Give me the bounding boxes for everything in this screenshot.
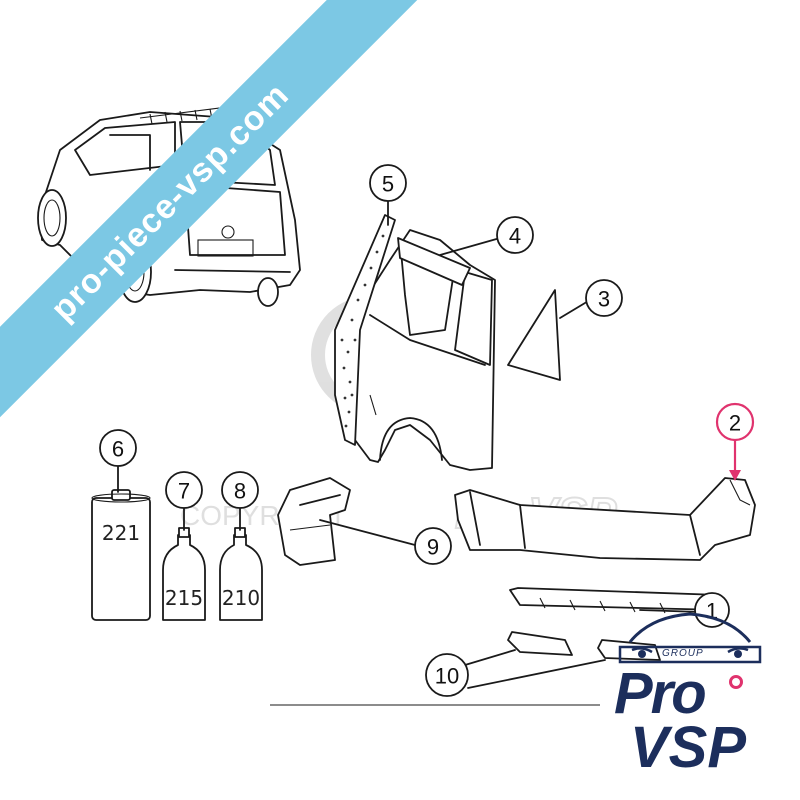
can-code-221: 221 bbox=[102, 521, 140, 545]
logo-pro-text: Pro bbox=[614, 661, 707, 726]
callout-6-label: 6 bbox=[112, 437, 124, 462]
provsp-logo: GROUP Pro VSP bbox=[610, 602, 770, 782]
adhesive-can-221: 221 bbox=[91, 489, 151, 621]
callout-3-label: 3 bbox=[598, 287, 610, 312]
callout-8-label: 8 bbox=[234, 479, 246, 504]
callout-10-label: 10 bbox=[435, 664, 459, 689]
callout-6: 6 bbox=[99, 429, 137, 467]
sealer-dots bbox=[340, 234, 385, 428]
callout-2: 2 bbox=[715, 402, 755, 442]
callout-4-label: 4 bbox=[509, 224, 521, 249]
callout-3: 3 bbox=[585, 279, 623, 317]
bottle-215: 215 bbox=[162, 527, 206, 621]
logo-vsp-text: VSP bbox=[630, 715, 747, 780]
callout-5-label: 5 bbox=[382, 172, 394, 197]
callout-4: 4 bbox=[496, 216, 534, 254]
callout-7: 7 bbox=[165, 471, 203, 509]
bottle-210: 210 bbox=[219, 527, 263, 621]
quarter-panel-assembly bbox=[334, 214, 496, 471]
callout-10: 10 bbox=[425, 653, 469, 697]
logo-group-text: GROUP bbox=[662, 648, 704, 659]
bottle-code-210: 210 bbox=[222, 586, 260, 610]
rear-quarter-glass bbox=[507, 289, 561, 381]
rear-bumper bbox=[454, 477, 756, 561]
callout-9-label: 9 bbox=[427, 535, 439, 560]
bumper-bracket bbox=[277, 477, 351, 566]
callout-2-label: 2 bbox=[729, 411, 741, 436]
callout-9: 9 bbox=[414, 527, 452, 565]
bottle-code-215: 215 bbox=[165, 586, 203, 610]
car-front-icon bbox=[618, 612, 762, 664]
callout-5: 5 bbox=[369, 164, 407, 202]
callout-8: 8 bbox=[221, 471, 259, 509]
callout-7-label: 7 bbox=[178, 479, 190, 504]
leader-lines bbox=[117, 199, 741, 706]
gear-icon bbox=[729, 675, 743, 689]
